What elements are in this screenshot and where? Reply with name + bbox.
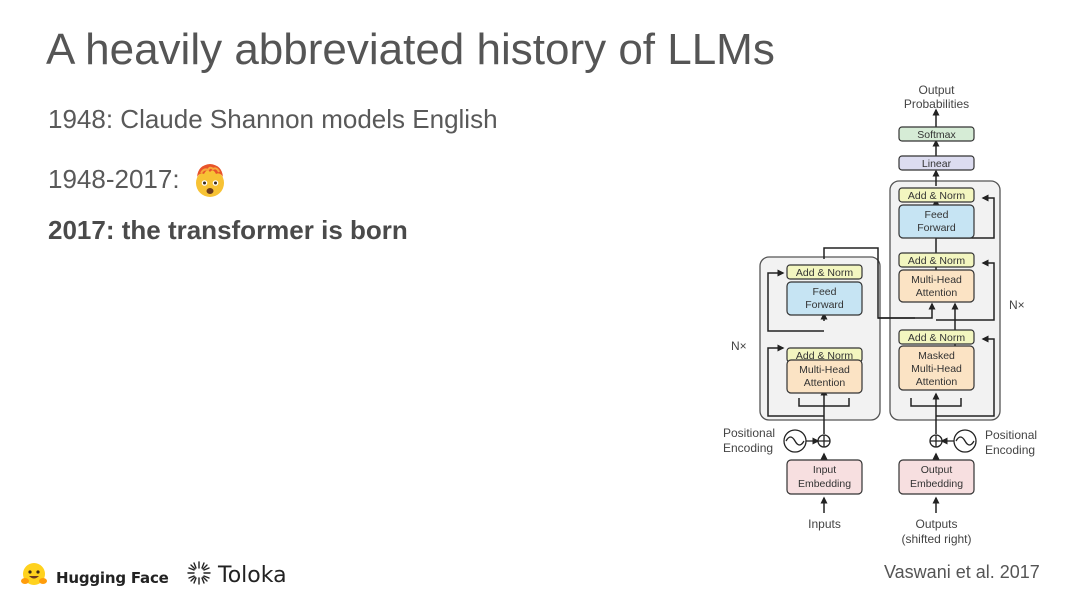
bullet-gap-years: 1948-2017: — [48, 159, 230, 199]
decoder-ff-label-2: Forward — [917, 222, 956, 234]
hugging-face-icon — [20, 562, 48, 593]
decoder-add-norm-2-label: Add & Norm — [908, 255, 965, 267]
decoder-mha-label-2: Attention — [916, 287, 958, 299]
output-embedding-label-1: Output — [921, 464, 953, 476]
decoder-add-norm-3-label: Add & Norm — [908, 190, 965, 202]
encoder-nx-label: N× — [731, 339, 747, 353]
bullet-gap-years-label: 1948-2017: — [48, 164, 180, 194]
decoder-masked-mha-label-1: Masked — [918, 350, 955, 362]
decoder-masked-mha-label-2: Multi-Head — [911, 363, 962, 375]
linear-label: Linear — [922, 158, 952, 170]
encoder-ff-box — [786, 281, 863, 316]
outputs-label-1: Outputs — [915, 517, 957, 531]
inputs-label: Inputs — [808, 517, 841, 531]
decoder-positional-encoding-label-1: Positional — [985, 428, 1037, 442]
hugging-face-logo: Hugging Face — [20, 562, 169, 593]
encoder-ff-label-2: Forward — [805, 299, 844, 311]
hugging-face-label: Hugging Face — [56, 568, 169, 587]
outputs-label-2: (shifted right) — [901, 532, 971, 546]
output-embedding-box — [898, 459, 975, 495]
encoder-mha-label-1: Multi-Head — [799, 364, 850, 376]
encoder-positional-encoding-label-2: Encoding — [723, 441, 773, 455]
decoder-mha-label-1: Multi-Head — [911, 274, 962, 286]
output-embedding-label-2: Embedding — [910, 478, 963, 490]
decoder-ff-box — [898, 204, 975, 239]
encoder-add-norm-2 — [786, 264, 863, 280]
input-embedding-label-2: Embedding — [798, 478, 851, 490]
bullet-shannon: 1948: Claude Shannon models English — [48, 104, 498, 134]
decoder-add-norm-3 — [898, 187, 975, 203]
encoder-add-norm-2-label: Add & Norm — [796, 267, 853, 279]
decoder-add-norm-2 — [898, 252, 975, 268]
encoder-positional-encoding-icon — [783, 429, 831, 453]
decoder-positional-encoding-label-2: Encoding — [985, 443, 1035, 457]
toloka-icon — [186, 560, 212, 591]
decoder-ff-label-1: Feed — [925, 209, 949, 221]
citation: Vaswani et al. 2017 — [884, 562, 1040, 582]
transformer-architecture-diagram: Add & Norm Multi-Head Attention Add & No… — [723, 83, 1037, 546]
bullet-transformer: 2017: the transformer is born — [48, 215, 408, 245]
decoder-add-norm-1-label: Add & Norm — [908, 332, 965, 344]
softmax-label: Softmax — [917, 129, 956, 141]
encoder-add-norm-1-label: Add & Norm — [796, 350, 853, 362]
encoder-mha-label-2: Attention — [804, 377, 846, 389]
decoder-add-norm-1 — [898, 329, 975, 345]
encoder-positional-encoding-label-1: Positional — [723, 426, 775, 440]
output-probabilities-label-1: Output — [918, 83, 955, 97]
linear-box — [898, 155, 975, 171]
exploding-head-emoji-icon — [190, 159, 230, 199]
decoder-nx-label: N× — [1009, 298, 1025, 312]
toloka-logo: Toloka — [186, 560, 287, 591]
input-embedding-box — [786, 459, 863, 495]
toloka-label: Toloka — [218, 563, 287, 588]
encoder-ff-label-1: Feed — [813, 286, 837, 298]
output-probabilities-label-2: Probabilities — [904, 97, 969, 111]
input-embedding-label-1: Input — [813, 464, 836, 476]
decoder-masked-mha-box — [898, 345, 975, 391]
slide-title: A heavily abbreviated history of LLMs — [46, 25, 775, 74]
encoder-mha-box — [786, 359, 863, 394]
decoder-mha-box — [898, 269, 975, 303]
decoder-positional-encoding-icon — [929, 429, 977, 453]
softmax-box — [898, 126, 975, 142]
decoder-masked-mha-label-3: Attention — [916, 376, 958, 388]
